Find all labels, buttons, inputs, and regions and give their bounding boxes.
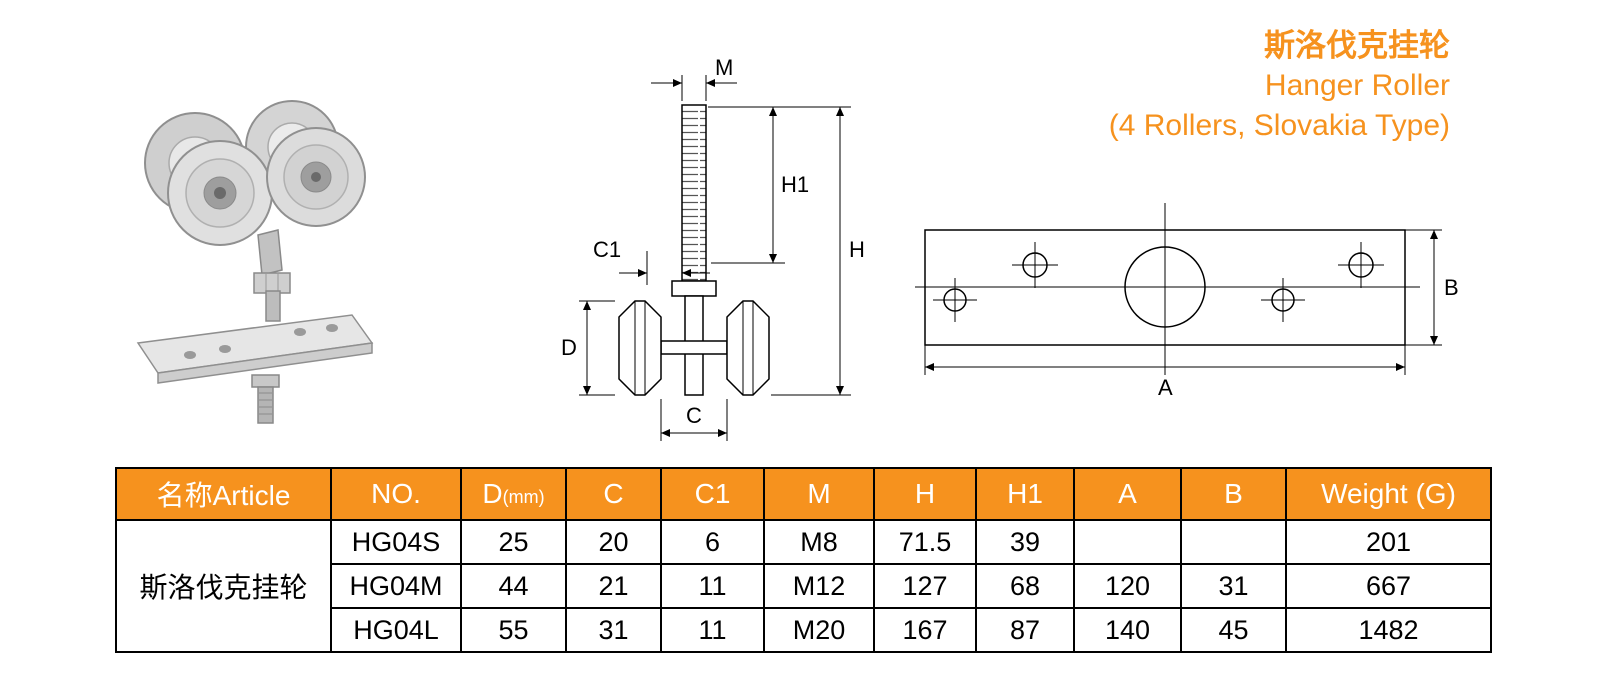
cell-c1: 11 — [660, 563, 765, 609]
cell-m: M12 — [763, 563, 875, 609]
cell-c1: 11 — [660, 607, 765, 653]
cell-d: 55 — [460, 607, 567, 653]
side-view-diagram: M H1 H C1 — [555, 45, 895, 465]
spec-table: 名称Article NO. D(mm) C C1 M H H1 A B Weig… — [115, 467, 1492, 653]
cell-c1: 6 — [660, 519, 765, 565]
dim-d: D — [561, 300, 615, 396]
dim-label-c: C — [686, 403, 702, 428]
shaft-threaded — [681, 104, 707, 282]
dim-label-a: A — [1158, 375, 1173, 400]
dim-label-c1: C1 — [593, 237, 621, 262]
roller-front-right — [266, 127, 366, 227]
cell-c: 21 — [565, 563, 662, 609]
dim-c1: C1 — [593, 237, 710, 285]
cell-no: HG04S — [330, 519, 462, 565]
cell-weight: 1482 — [1285, 607, 1492, 653]
cell-h1: 68 — [975, 563, 1075, 609]
dim-h1: H1 — [708, 106, 851, 264]
dim-label-m: M — [715, 55, 733, 80]
col-header-article: 名称Article — [115, 467, 332, 521]
cell-h: 167 — [873, 607, 977, 653]
dim-label-d: D — [561, 335, 577, 360]
cell-d: 44 — [460, 563, 567, 609]
product-photo — [120, 85, 390, 440]
dim-m: M — [651, 55, 737, 101]
cell-b: 45 — [1180, 607, 1287, 653]
cell-no: HG04L — [330, 607, 462, 653]
cell-h1: 39 — [975, 519, 1075, 565]
col-header-b: B — [1180, 467, 1287, 521]
col-header-m: M — [763, 467, 875, 521]
hole-2 — [1012, 242, 1058, 288]
col-header-h: H — [873, 467, 977, 521]
bottom-bolt — [251, 374, 280, 424]
dim-label-h: H — [849, 237, 865, 262]
cell-d: 25 — [460, 519, 567, 565]
cell-c: 20 — [565, 519, 662, 565]
hole-3 — [1261, 278, 1305, 322]
hole-4 — [1338, 242, 1384, 288]
col-header-c1: C1 — [660, 467, 765, 521]
header-row: 名称Article NO. D(mm) C C1 M H H1 A B Weig… — [115, 467, 1492, 521]
page-title: 斯洛伐克挂轮 Hanger Roller (4 Rollers, Slovaki… — [1109, 26, 1450, 146]
cell-h: 71.5 — [873, 519, 977, 565]
col-header-h1: H1 — [975, 467, 1075, 521]
col-header-no: NO. — [330, 467, 462, 521]
yoke — [257, 229, 283, 276]
cell-no: HG04M — [330, 563, 462, 609]
col-header-c: C — [565, 467, 662, 521]
col-header-d: D(mm) — [460, 467, 567, 521]
roller-front-left — [167, 140, 273, 246]
table-row: HG04M 44 21 11 M12 127 68 120 31 667 — [116, 563, 1492, 609]
product-photo-illustration — [136, 100, 374, 424]
top-view-diagram: B A — [915, 195, 1470, 415]
cell-h: 127 — [873, 563, 977, 609]
cell-m: M8 — [763, 519, 875, 565]
dim-b: B — [1405, 229, 1459, 346]
cell-b: 31 — [1180, 563, 1287, 609]
collar-nut — [671, 280, 717, 297]
dim-c: C — [660, 399, 728, 441]
center-hole — [1124, 246, 1206, 328]
cell-weight: 201 — [1285, 519, 1492, 565]
col-header-weight: Weight (G) — [1285, 467, 1492, 521]
cell-a — [1073, 519, 1182, 565]
mounting-plate — [136, 314, 374, 384]
cell-a: 140 — [1073, 607, 1182, 653]
wheel-right — [726, 300, 770, 396]
dim-label-h1: H1 — [781, 172, 809, 197]
stem — [265, 290, 281, 322]
cell-weight: 667 — [1285, 563, 1492, 609]
col-header-a: A — [1073, 467, 1182, 521]
page-title-en2: (4 Rollers, Slovakia Type) — [1108, 109, 1450, 142]
dim-h: H — [771, 107, 865, 396]
cell-m: M20 — [763, 607, 875, 653]
hole-1 — [933, 278, 977, 322]
article-name-cell: 斯洛伐克挂轮 — [115, 519, 332, 653]
cell-h1: 87 — [975, 607, 1075, 653]
cell-c: 31 — [565, 607, 662, 653]
wheel-left — [618, 300, 662, 396]
axle — [660, 340, 728, 355]
dim-a: A — [924, 345, 1406, 400]
page-title-en1: Hanger Roller — [1264, 69, 1450, 102]
cell-a: 120 — [1073, 563, 1182, 609]
hex-nut — [253, 272, 291, 294]
table-row: 斯洛伐克挂轮 HG04S 25 20 6 M8 71.5 39 201 — [115, 519, 1492, 653]
page-title-zh: 斯洛伐克挂轮 — [1264, 28, 1450, 63]
dim-label-b: B — [1444, 275, 1459, 300]
cell-b — [1180, 519, 1287, 565]
table-row: HG04L 55 31 11 M20 167 87 140 45 1482 — [116, 607, 1492, 653]
